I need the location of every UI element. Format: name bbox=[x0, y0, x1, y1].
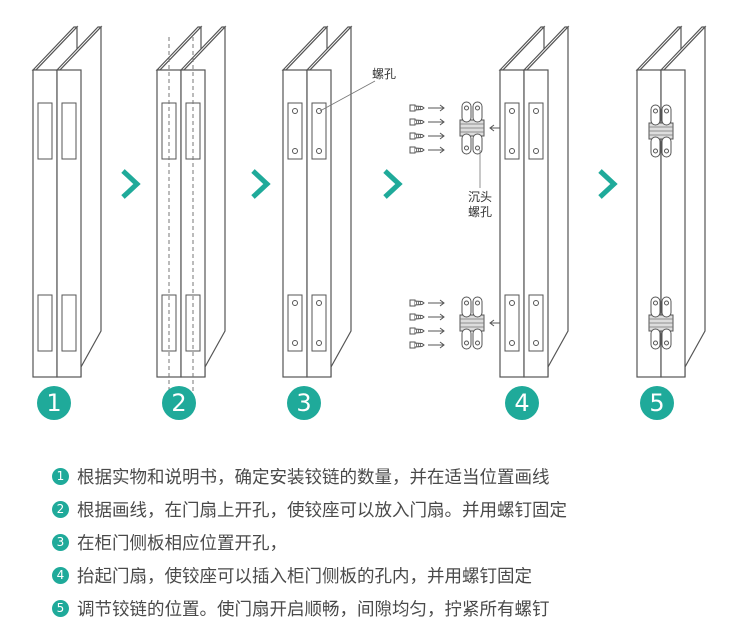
chevron-right-icon bbox=[251, 169, 271, 199]
step3-panels bbox=[283, 27, 376, 377]
step-bullet: 1 bbox=[52, 467, 69, 485]
step4-hinge-bottom bbox=[409, 296, 500, 350]
screw-hole-label: 螺孔 bbox=[372, 67, 397, 81]
instruction-step-2: 2 根据画线，在门扇上开孔，使铰座可以放入门扇。并用螺钉固定 bbox=[52, 495, 742, 528]
chevron-right-icon bbox=[121, 169, 141, 199]
step4-panels bbox=[500, 27, 568, 377]
step-bullet: 5 bbox=[52, 599, 69, 617]
step-number-5: 5 bbox=[640, 386, 674, 420]
step-text: 在柜门侧板相应位置开孔， bbox=[77, 534, 287, 554]
step-number-3: 3 bbox=[287, 386, 321, 420]
countersunk-label-line2: 螺孔 bbox=[468, 205, 493, 219]
step-text: 调节铰链的位置。使门扇开启顺畅，间隙均匀，拧紧所有螺钉 bbox=[77, 600, 550, 620]
instruction-step-4: 4 抬起门扇，使铰座可以插入柜门侧板的孔内，并用螺钉固定 bbox=[52, 561, 742, 594]
step-bullet: 3 bbox=[52, 533, 69, 551]
step-text: 抬起门扇，使铰座可以插入柜门侧板的孔内，并用螺钉固定 bbox=[77, 567, 532, 587]
step-number-1: 1 bbox=[37, 386, 71, 420]
step1-panels bbox=[33, 27, 101, 377]
step-text: 根据画线，在门扇上开孔，使铰座可以放入门扇。并用螺钉固定 bbox=[77, 501, 567, 521]
step5-panels bbox=[637, 27, 705, 377]
step-number-2: 2 bbox=[162, 386, 196, 420]
step2-panels bbox=[157, 27, 225, 397]
installation-diagram bbox=[0, 0, 750, 397]
instruction-step-3: 3 在柜门侧板相应位置开孔， bbox=[52, 528, 742, 561]
step-number-4: 4 bbox=[505, 386, 539, 420]
step-text: 根据实物和说明书，确定安装铰链的数量，并在适当位置画线 bbox=[77, 468, 550, 488]
instruction-step-1: 1 根据实物和说明书，确定安装铰链的数量，并在适当位置画线 bbox=[52, 462, 742, 495]
step-bullet: 2 bbox=[52, 500, 69, 518]
step4-hinge-top bbox=[409, 101, 500, 188]
instruction-step-5: 5 调节铰链的位置。使门扇开启顺畅，间隙均匀，拧紧所有螺钉 bbox=[52, 594, 742, 627]
chevron-right-icon bbox=[383, 169, 403, 199]
instruction-list: 1 根据实物和说明书，确定安装铰链的数量，并在适当位置画线 2 根据画线，在门扇上开… bbox=[52, 462, 742, 627]
chevron-right-icon bbox=[598, 169, 618, 199]
step-bullet: 4 bbox=[52, 566, 69, 584]
countersunk-label-line1: 沉头 bbox=[468, 190, 493, 204]
